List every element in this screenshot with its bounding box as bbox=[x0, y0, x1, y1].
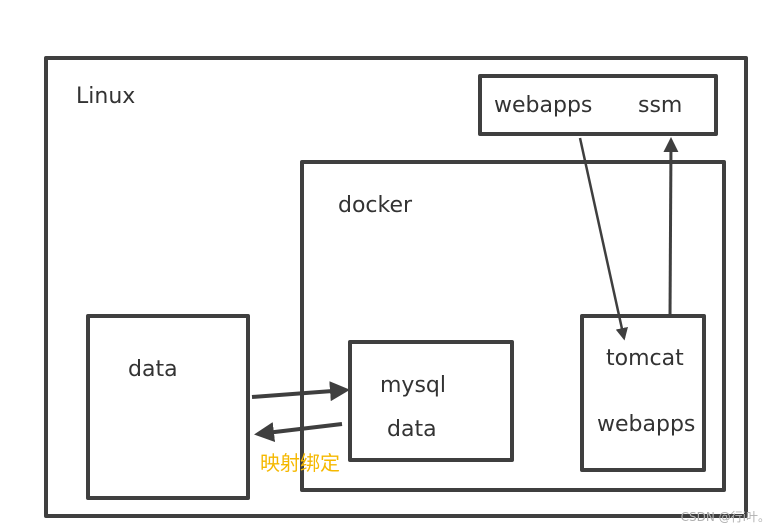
host-webapps-box bbox=[478, 74, 718, 136]
mysql-label: mysql bbox=[380, 373, 446, 398]
arrow-host-data-to-mysql bbox=[251, 381, 350, 402]
linux-box bbox=[44, 56, 748, 518]
docker-label: docker bbox=[338, 193, 413, 218]
tomcat-box bbox=[580, 314, 706, 472]
host-data-box bbox=[86, 314, 250, 500]
tomcat-webapps-label: webapps bbox=[597, 412, 696, 437]
arrow-mysql-to-host-data bbox=[254, 422, 343, 443]
csdn-watermark: CSDN @行i叶。 bbox=[680, 510, 770, 524]
host-data-label: data bbox=[128, 357, 178, 382]
mysql-box bbox=[348, 340, 514, 462]
arrow-host-webapps-to-tomcat bbox=[578, 137, 628, 341]
docker-box bbox=[300, 160, 726, 492]
mapping-annotation: 映射绑定 bbox=[260, 451, 340, 475]
linux-label: Linux bbox=[76, 84, 136, 109]
arrow-tomcat-to-ssm bbox=[663, 137, 679, 319]
tomcat-label: tomcat bbox=[606, 346, 684, 371]
host-webapps-label: webapps bbox=[494, 93, 593, 118]
mysql-data-label: data bbox=[387, 417, 437, 442]
host-ssm-label: ssm bbox=[638, 93, 683, 118]
